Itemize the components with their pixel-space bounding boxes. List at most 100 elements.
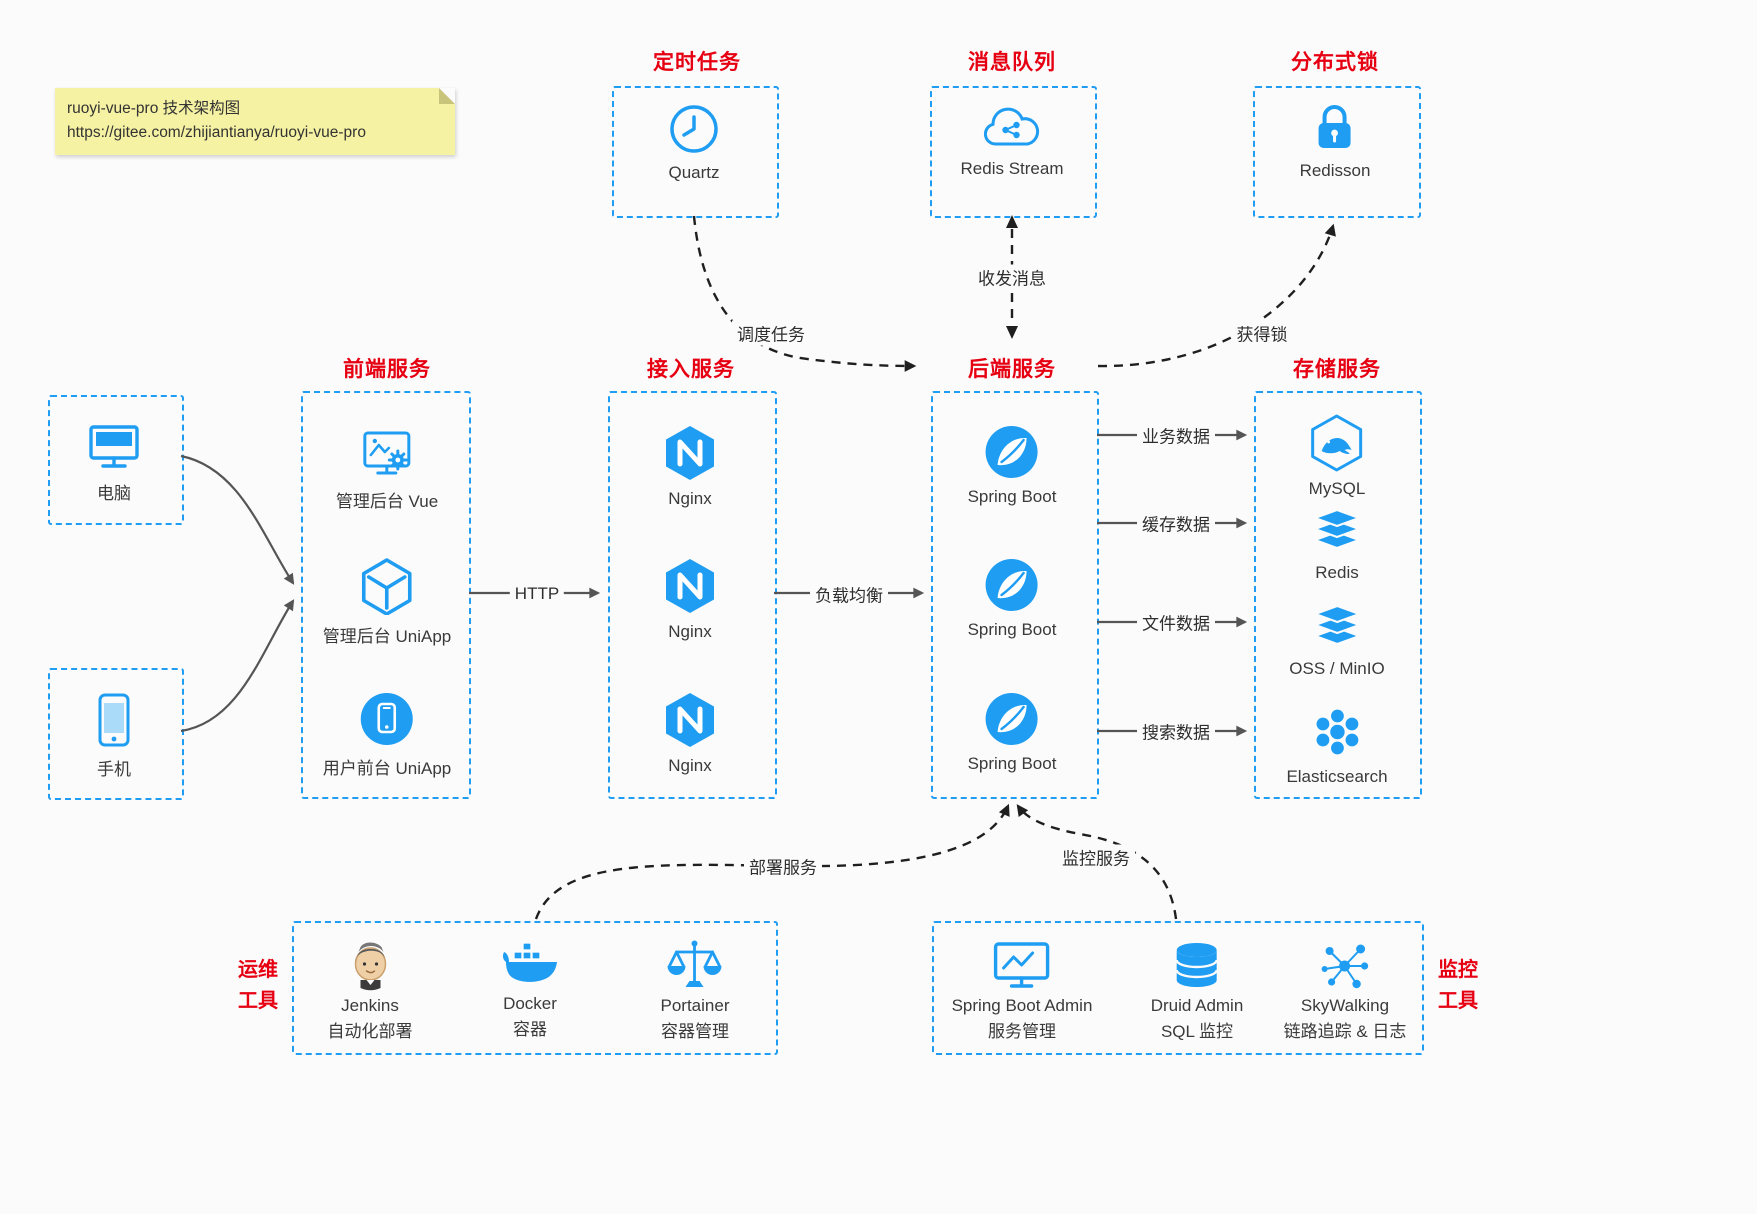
elasticsearch-label: Elasticsearch [1286,767,1388,786]
edge-label-schedule: 调度任务 [732,320,810,346]
backend-box [931,391,1099,799]
edge-label-lock: 获得锁 [1231,320,1293,346]
elasticsearch-icon [1309,704,1365,760]
elasticsearch-node: Elasticsearch [1286,704,1388,787]
druid-admin-desc: SQL 监控 [1160,1022,1234,1041]
gateway-box [608,391,777,799]
edge-phone-to-frontend [180,599,295,733]
edge-label-http: HTTP [509,584,565,604]
ops-tools-title: 运维 工具 [238,955,278,1017]
nginx-node-2: Nginx [663,557,717,642]
edge-messaging-arrow-down [1006,326,1018,339]
phone-client-node: 手机 [92,692,136,780]
frontend-admin-vue-label: 管理后台 Vue [335,492,439,511]
edge-label-deploy: 部署服务 [744,853,822,879]
nginx-node-1: Nginx [663,424,717,509]
spring-boot-admin-name: Spring Boot Admin [951,996,1093,1015]
edge-label-monitor: 监控服务 [1057,844,1135,870]
jenkins-icon [344,938,396,992]
ops-tools-title-line2: 工具 [238,990,278,1012]
sticky-note: ruoyi-vue-pro 技术架构图 https://gitee.com/zh… [55,88,455,156]
pc-client-node: 电脑 [86,420,142,504]
spring-boot-admin-node: Spring Boot Admin 服务管理 [951,940,1093,1042]
portainer-name: Portainer [660,996,730,1015]
quartz-label: Quartz [668,163,720,182]
group-title-distributed-lock: 分布式锁 [1291,51,1379,74]
nginx-node-3: Nginx [663,691,717,776]
redis-icon [1309,508,1365,556]
lock-icon [1310,100,1360,154]
frontend-user-uniapp-node: 用户前台 UniApp [323,691,451,779]
edge-label-load-balance: 负载均衡 [810,581,888,607]
skywalking-desc: 链路追踪 & 日志 [1283,1022,1407,1041]
uniapp-icon [359,557,415,615]
redisson-node: Redisson [1299,100,1371,181]
nginx-label-1: Nginx [668,489,712,508]
edge-lock [1097,223,1336,368]
frontend-admin-vue-node: 管理后台 Vue [336,424,438,512]
monitoring-tools-title-line1: 监控 [1438,959,1478,981]
redis-label: Redis [1315,563,1359,582]
edge-pc-to-frontend [180,454,295,585]
note-title: ruoyi-vue-pro 技术架构图 [67,100,241,117]
redis-stream-label: Redis Stream [960,159,1064,178]
docker-icon [499,940,561,990]
spring-boot-label-1: Spring Boot [967,487,1057,506]
nginx-icon [663,691,717,749]
skywalking-node: SkyWalking 链路追踪 & 日志 [1283,940,1407,1042]
spring-icon [984,557,1040,613]
docker-desc: 容器 [513,1020,547,1039]
pc-client-label: 电脑 [97,484,131,503]
druid-admin-name: Druid Admin [1150,996,1244,1015]
nginx-icon [663,424,717,482]
nginx-label-2: Nginx [668,622,712,641]
ops-tools-title-line1: 运维 [238,959,278,981]
cloud-network-icon [981,106,1043,152]
column-title-gateway: 接入服务 [647,358,735,381]
mysql-icon [1309,414,1365,472]
druid-admin-node: Druid Admin SQL 监控 [1150,940,1244,1042]
skywalking-icon [1317,940,1373,992]
note-url: https://gitee.com/zhijiantianya/ruoyi-vu… [67,124,366,142]
mysql-node: MySQL [1308,414,1366,499]
portainer-icon [666,938,724,992]
monitoring-tools-title: 监控 工具 [1438,955,1478,1017]
jenkins-node: Jenkins 自动化部署 [328,938,413,1042]
phone-icon [92,692,136,748]
spring-icon [984,424,1040,480]
redisson-box [1253,86,1421,218]
skywalking-name: SkyWalking [1300,996,1390,1015]
mysql-label: MySQL [1308,479,1366,498]
edge-label-business-data: 业务数据 [1137,422,1215,448]
admin-vue-icon [359,424,415,480]
spring-boot-node-1: Spring Boot [967,424,1057,507]
monitoring-tools-box [932,921,1424,1055]
nginx-label-3: Nginx [668,756,712,775]
clock-icon [667,102,721,156]
docker-name: Docker [503,994,557,1013]
spring-boot-label-3: Spring Boot [967,754,1057,773]
mobile-app-icon [359,691,415,747]
group-title-message-queue: 消息队列 [968,51,1056,74]
frontend-box [301,391,471,799]
frontend-user-uniapp-label: 用户前台 UniApp [322,759,452,778]
oss-minio-icon [1309,604,1365,652]
edge-label-file-data: 文件数据 [1137,609,1215,635]
column-title-storage: 存储服务 [1293,358,1381,381]
storage-box [1254,391,1422,799]
oss-minio-label: OSS / MinIO [1289,659,1385,678]
redis-node: Redis [1309,508,1365,583]
edge-label-messaging: 收发消息 [973,264,1051,290]
desktop-icon [86,420,142,472]
redis-stream-node: Redis Stream [960,106,1064,179]
redisson-label: Redisson [1299,161,1371,180]
spring-boot-node-2: Spring Boot [968,557,1056,640]
quartz-node: Quartz [667,102,721,183]
group-title-scheduled-tasks: 定时任务 [653,51,741,74]
column-title-frontend: 前端服务 [343,358,431,381]
portainer-node: Portainer 容器管理 [660,938,730,1042]
nginx-icon [663,557,717,615]
oss-minio-node: OSS / MinIO [1289,604,1385,679]
